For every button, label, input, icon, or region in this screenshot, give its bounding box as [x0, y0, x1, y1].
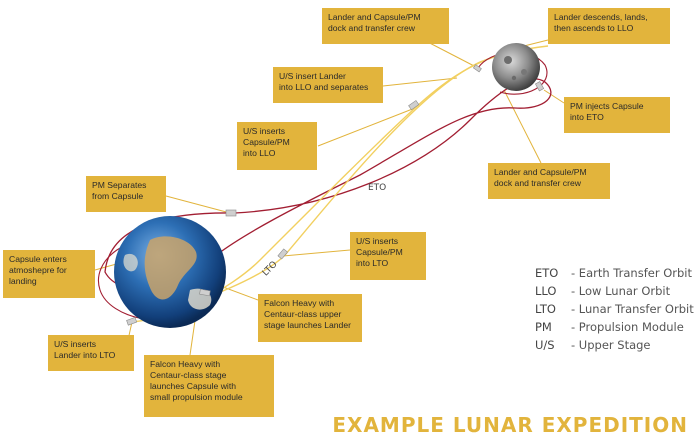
diagram-title: EXAMPLE LUNAR EXPEDITION — [332, 413, 688, 437]
legend-row: ETO - Earth Transfer Orbit — [535, 264, 694, 282]
callout-text: PM Separates — [92, 180, 147, 190]
callout-us-inserts-capsule-llo: U/S inserts Capsule/PM into LLO — [237, 122, 317, 170]
legend-text: - Earth Transfer Orbit — [571, 266, 692, 280]
callout-text: Lander and Capsule/PM — [328, 12, 421, 22]
callout-text: Capsule/PM — [243, 137, 290, 147]
callout-text: Lander and Capsule/PM — [494, 167, 587, 177]
callout-text: Capsule/PM — [356, 247, 403, 257]
callout-text: Lander into LTO — [54, 350, 116, 360]
callout-text: Falcon Heavy with — [264, 298, 335, 308]
callout-falcon-heavy-lander: Falcon Heavy with Centaur-class upper st… — [258, 294, 362, 342]
callout-text: into LTO — [356, 258, 389, 268]
eto-orbit-label: ETO — [368, 183, 387, 193]
legend-abbr: LTO — [535, 302, 556, 316]
callout-lander-descends: Lander descends, lands, then ascends to … — [548, 8, 670, 44]
legend-row: PM - Propulsion Module — [535, 318, 694, 336]
legend-abbr: ETO — [535, 266, 559, 280]
callout-text: Capsule enters — [9, 254, 67, 264]
legend-abbr: PM — [535, 320, 552, 334]
callout-text: U/S inserts — [356, 236, 399, 246]
legend-text: - Upper Stage — [571, 338, 651, 352]
callout-falcon-heavy-capsule: Falcon Heavy with Centaur-class stage la… — [144, 355, 274, 417]
legend-row: LTO - Lunar Transfer Orbit — [535, 300, 694, 318]
callout-text: Centaur-class upper — [264, 309, 342, 319]
callout-us-inserts-capsule-lto: U/S inserts Capsule/PM into LTO — [350, 232, 426, 280]
earth-globe — [114, 216, 226, 328]
callout-dock-transfer-top: Lander and Capsule/PM dock and transfer … — [322, 8, 449, 44]
callout-text: U/S inserts — [243, 126, 286, 136]
callout-text: dock and transfer crew — [328, 23, 415, 33]
moon — [492, 43, 540, 91]
callout-text: stage launches Lander — [264, 320, 351, 330]
callout-text: U/S insert Lander — [279, 71, 346, 81]
callout-text: Centaur-class stage — [150, 370, 227, 380]
callout-text: then ascends to LLO — [554, 23, 634, 33]
callout-text: launches Capsule with — [150, 381, 236, 391]
callout-us-insert-lander-llo: U/S insert Lander into LLO and separates — [273, 67, 383, 103]
legend-text: - Lunar Transfer Orbit — [571, 302, 694, 316]
callout-text: into LLO — [243, 148, 276, 158]
legend-abbr: LLO — [535, 284, 557, 298]
legend-row: LLO - Low Lunar Orbit — [535, 282, 694, 300]
callout-text: landing — [9, 276, 37, 286]
callout-text: PM injects Capsule — [570, 101, 644, 111]
legend-row: U/S - Upper Stage — [535, 336, 694, 354]
callout-dock-transfer-bottom: Lander and Capsule/PM dock and transfer … — [488, 163, 610, 199]
callout-text: dock and transfer crew — [494, 178, 581, 188]
callout-text: Lander descends, lands, — [554, 12, 648, 22]
callout-pm-separates: PM Separates from Capsule — [86, 176, 166, 212]
callout-text: Falcon Heavy with — [150, 359, 221, 369]
legend-text: - Low Lunar Orbit — [571, 284, 671, 298]
callout-text: atmoshepre for — [9, 265, 67, 275]
callout-text: into ETO — [570, 112, 604, 122]
eto-orbit-path — [104, 78, 552, 290]
callout-text: U/S inserts — [54, 339, 97, 349]
callout-capsule-enters-atmosphere: Capsule enters atmoshepre for landing — [3, 250, 95, 298]
callout-pm-injects-capsule: PM injects Capsule into ETO — [564, 97, 670, 133]
callout-text: into LLO and separates — [279, 82, 369, 92]
callout-text: from Capsule — [92, 191, 144, 201]
abbreviation-legend: ETO - Earth Transfer Orbit LLO - Low Lunar… — [535, 264, 694, 354]
spacecraft-markers — [126, 64, 545, 326]
legend-text: - Propulsion Module — [571, 320, 684, 334]
legend-abbr: U/S — [535, 338, 555, 352]
callout-us-inserts-lander-lto: U/S inserts Lander into LTO — [48, 335, 134, 371]
callout-text: small propulsion module — [150, 392, 243, 402]
